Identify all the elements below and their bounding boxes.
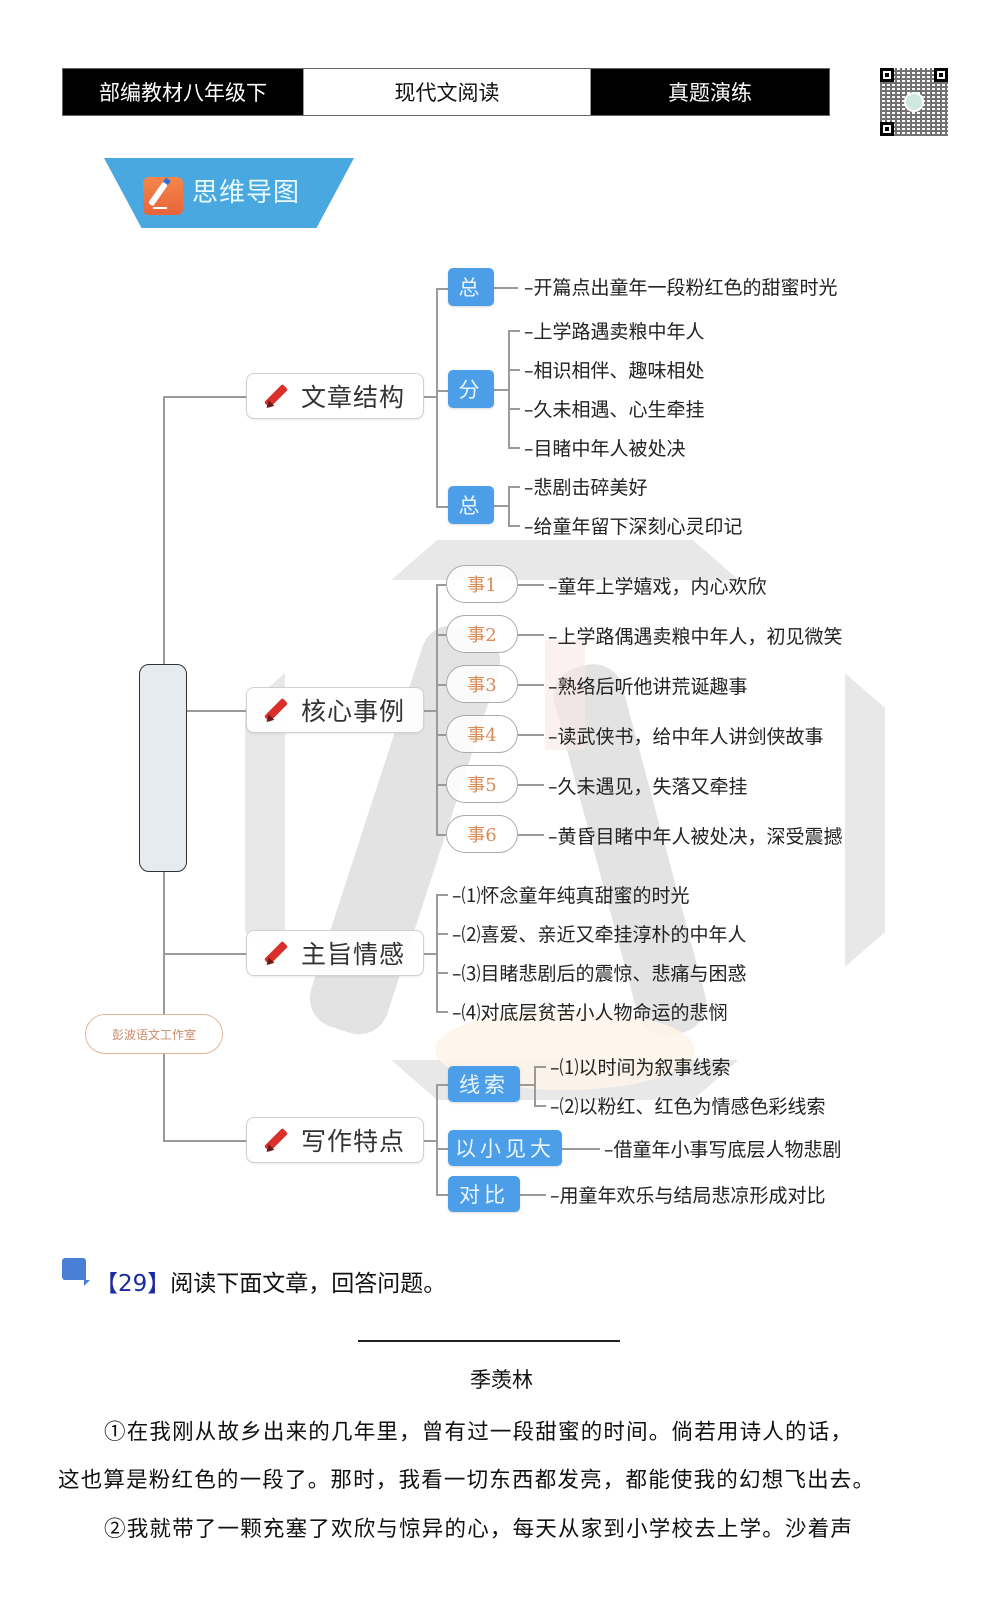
event-tag-3: 事3: [446, 665, 518, 703]
header-subject: 现代文阅读: [303, 69, 591, 115]
theme-item: –⑵喜爱、亲近又牵挂淳朴的中年人: [452, 924, 747, 946]
theme-item: –⑷对底层贫苦小人物命运的悲悯: [452, 1002, 728, 1024]
tag-intro-summary: 总: [448, 268, 494, 306]
event-text: –黄昏目睹中年人被处决，深受震撼: [548, 826, 843, 848]
question-prompt: 阅读下面文章，回答问题。: [170, 1271, 447, 1297]
tag-body-parts: 分: [448, 370, 494, 408]
paragraph-line: 这也算是粉红色的一段了。那时，我看一切东西都发亮，都能使我的幻想飞出去。: [58, 1468, 876, 1493]
header-section: 真题演练: [591, 69, 829, 115]
feature-item: –⑴以时间为叙事线索: [550, 1057, 731, 1079]
brand-label: 彭波语文工作室: [85, 1014, 223, 1054]
pencil-icon: [261, 939, 289, 967]
branch-writing-features: 写作特点: [246, 1117, 424, 1163]
section-title: 思维导图: [192, 178, 301, 208]
header-bar: 部编教材八年级下 现代文阅读 真题演练: [62, 68, 830, 116]
qr-code-icon[interactable]: [880, 68, 948, 136]
pencil-note-icon: [143, 177, 183, 215]
question-heading: 【29】阅读下面文章，回答问题。: [95, 1264, 446, 1298]
header-grade: 部编教材八年级下: [63, 69, 303, 115]
paragraph-line: ①在我刚从故乡出来的几年里，曾有过一段甜蜜的时间。倘若用诗人的话，: [104, 1420, 854, 1445]
pencil-icon: [261, 382, 289, 410]
branch-article-structure: 文章结构: [246, 373, 424, 419]
event-text: –读武侠书，给中年人讲剑侠故事: [548, 726, 824, 748]
pencil-icon: [261, 696, 289, 724]
event-text: –熟络后听他讲荒诞趣事: [548, 676, 748, 698]
theme-item: –⑴怀念童年纯真甜蜜的时光: [452, 885, 690, 907]
question-number: 【29】: [95, 1271, 171, 1297]
event-tag-2: 事2: [446, 615, 518, 653]
leaf-text: –相识相伴、趣味相处: [524, 360, 705, 382]
event-text: –童年上学嬉戏，内心欢欣: [548, 576, 767, 598]
leaf-text: –给童年留下深刻心灵印记: [524, 516, 743, 538]
mindmap-root-node: [139, 664, 187, 872]
feature-item: –⑵以粉红、红色为情感色彩线索: [550, 1096, 826, 1118]
title-blank-line: [358, 1340, 620, 1342]
author-name: 季羡林: [470, 1368, 533, 1392]
leaf-text: –目睹中年人被处决: [524, 438, 686, 460]
event-tag-4: 事4: [446, 715, 518, 753]
feature-item: –用童年欢乐与结局悲凉形成对比: [550, 1185, 826, 1207]
leaf-text: –悲剧击碎美好: [524, 477, 648, 499]
event-tag-5: 事5: [446, 765, 518, 803]
tag-contrast: 对比: [448, 1176, 520, 1212]
event-tag-1: 事1: [446, 565, 518, 603]
theme-item: –⑶目睹悲剧后的震惊、悲痛与困惑: [452, 963, 747, 985]
leaf-text: –上学路遇卖粮中年人: [524, 321, 705, 343]
event-text: –上学路偶遇卖粮中年人，初见微笑: [548, 626, 843, 648]
pencil-icon: [261, 1126, 289, 1154]
branch-theme-emotion: 主旨情感: [246, 930, 424, 976]
event-text: –久未遇见，失落又牵挂: [548, 776, 748, 798]
feature-item: –借童年小事写底层人物悲剧: [604, 1139, 842, 1161]
event-tag-6: 事6: [446, 815, 518, 853]
tag-clue: 线索: [448, 1066, 520, 1102]
bookmark-icon: [62, 1258, 90, 1286]
branch-core-events: 核心事例: [246, 687, 424, 733]
tag-conclusion-summary: 总: [448, 486, 494, 524]
tag-small-to-big: 以小见大: [448, 1130, 562, 1166]
paragraph-line: ②我就带了一颗充塞了欢欣与惊异的心，每天从家到小学校去上学。沙着声: [104, 1517, 854, 1542]
leaf-text: –开篇点出童年一段粉红色的甜蜜时光: [524, 277, 838, 299]
leaf-text: –久未相遇、心生牵挂: [524, 399, 705, 421]
